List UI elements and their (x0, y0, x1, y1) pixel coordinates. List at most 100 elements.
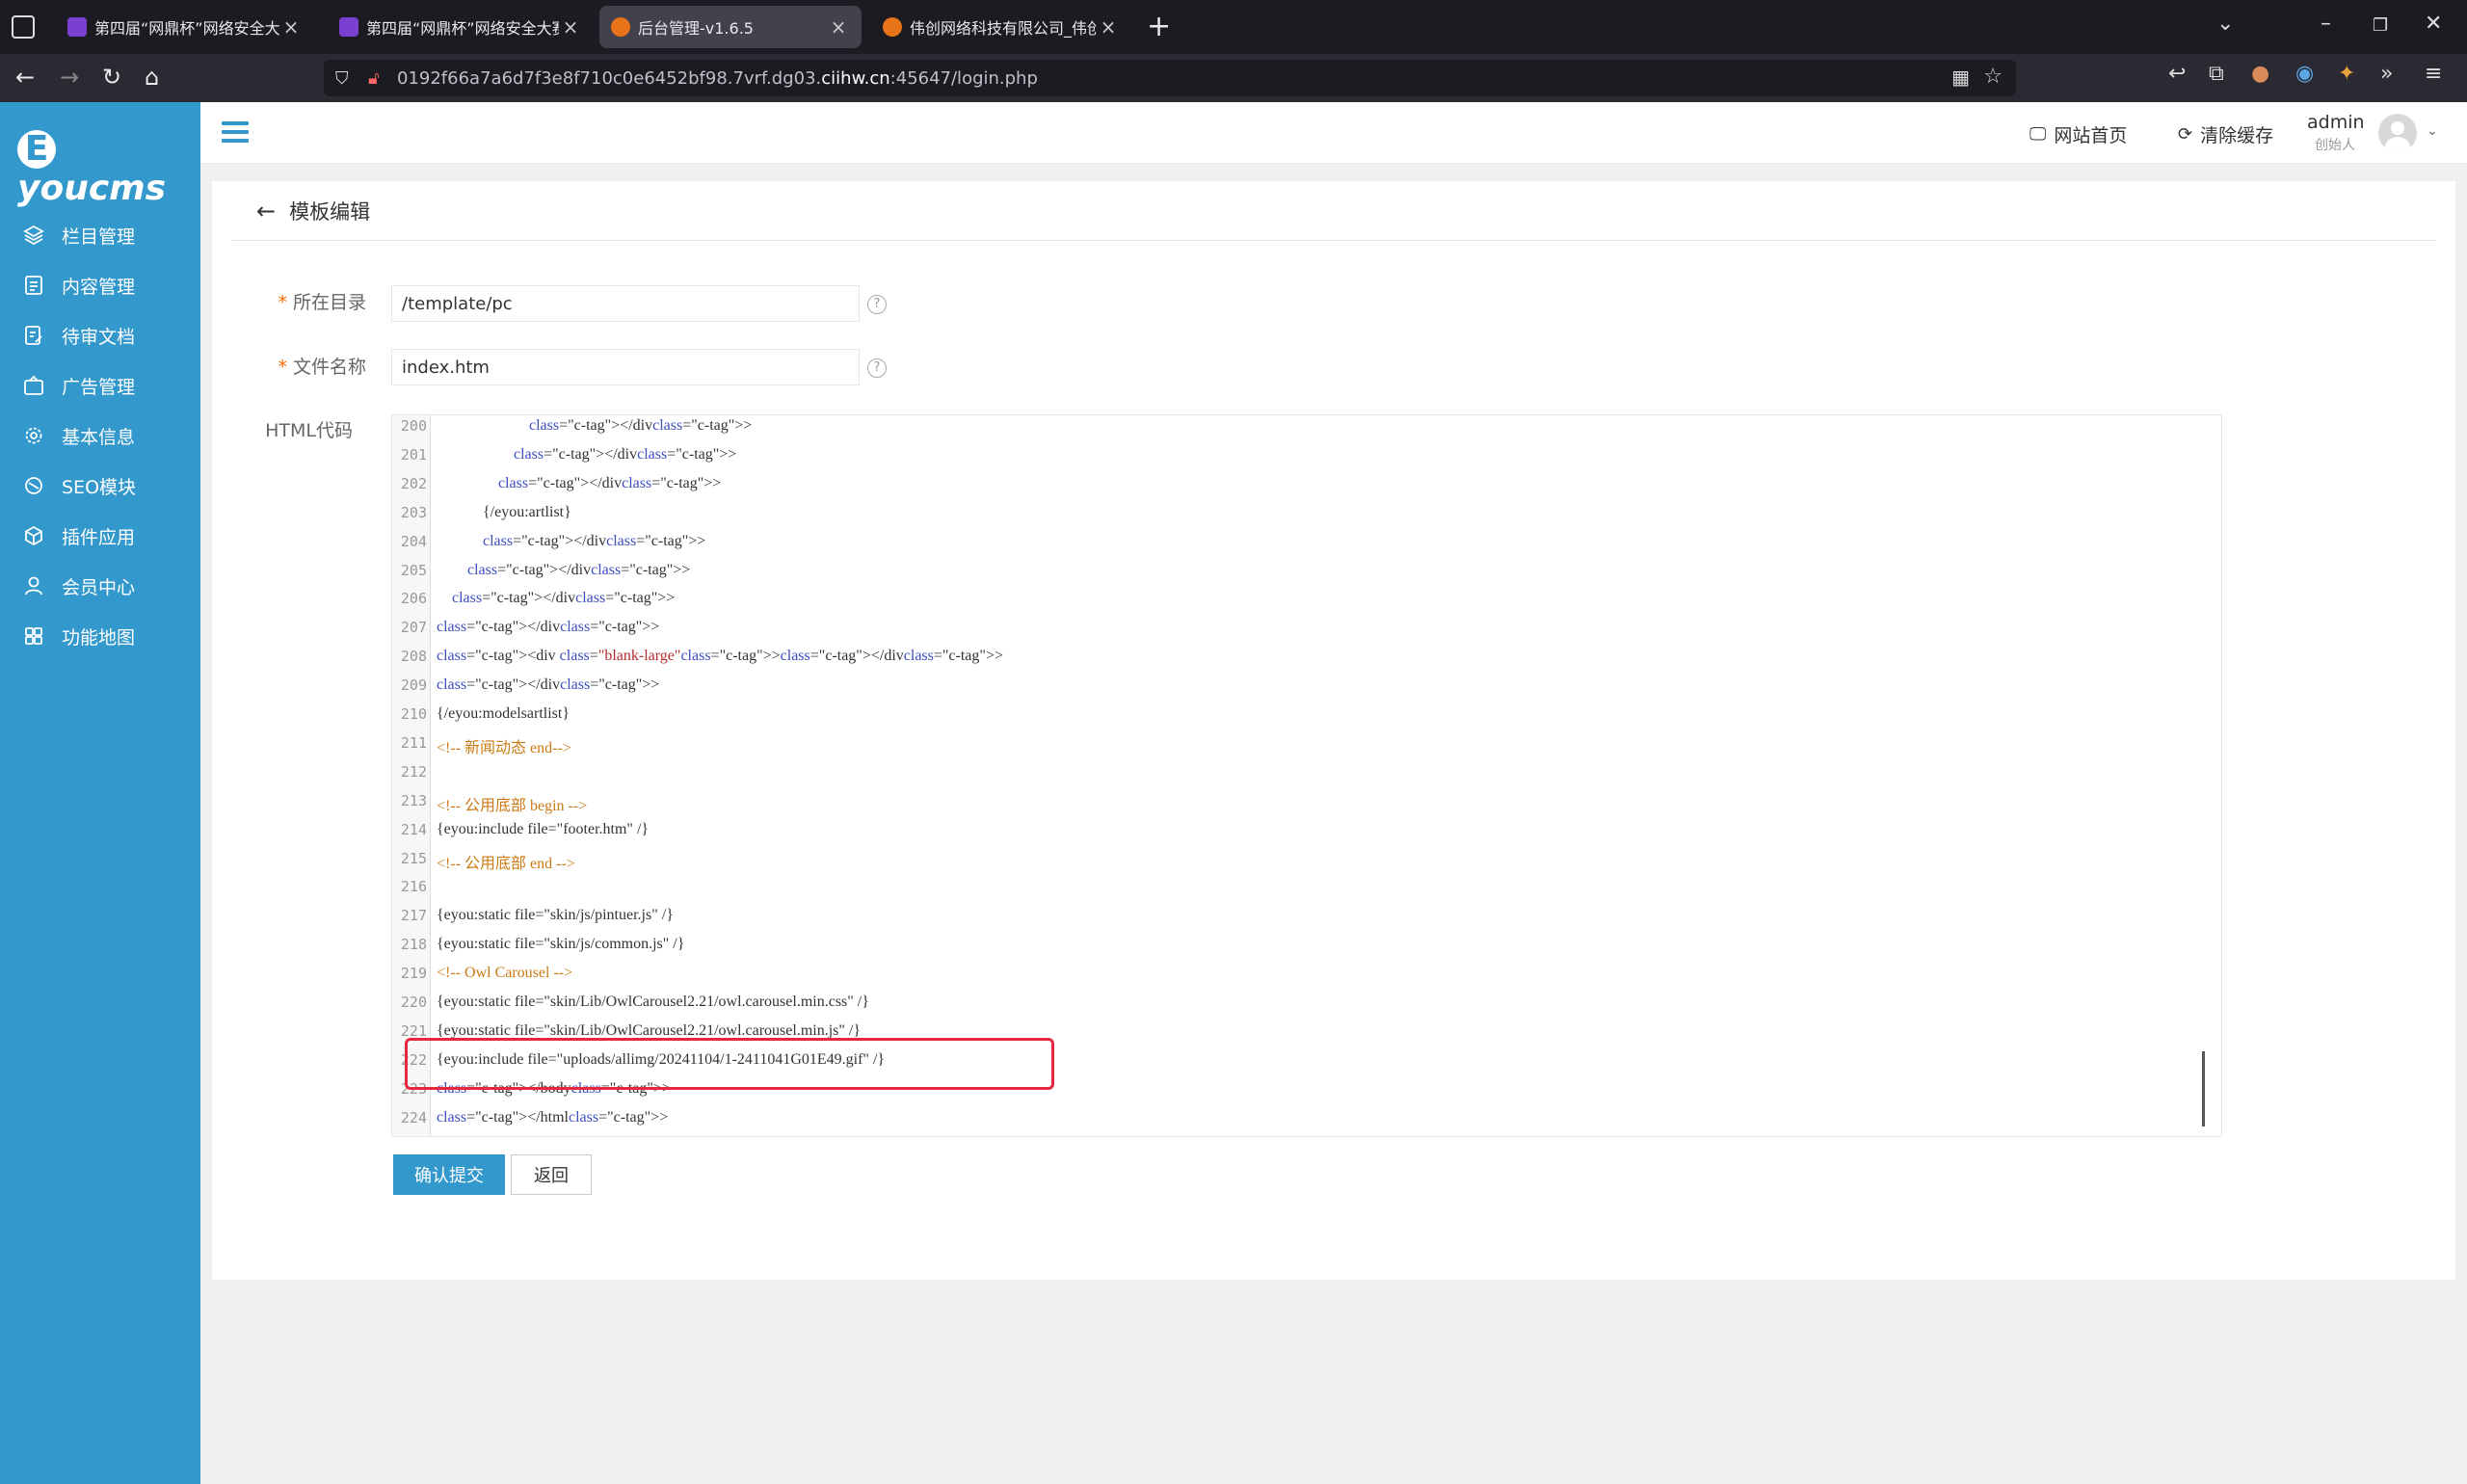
tab-title: 第四届“网鼎杯”网络安全大赛 (94, 19, 279, 38)
browser-tab[interactable]: 第四届“网鼎杯”网络安全大赛 × (328, 6, 594, 48)
line-number: 208 (400, 648, 427, 666)
sidebar-item-seo[interactable]: SEO模块 (23, 468, 136, 503)
sidebar-item-function-map[interactable]: 功能地图 (23, 619, 135, 653)
bookmark-star-icon[interactable]: ☆ (1983, 65, 2003, 89)
code-line[interactable]: <!-- Owl Carousel --> (437, 965, 573, 982)
main-content: ← 模板编辑 *所在目录 ? *文件名称 ? HTML代码 2002012022… (212, 181, 2455, 1280)
sidebar-item-label: 栏目管理 (62, 225, 136, 248)
code-line[interactable]: {/eyou:artlist} (437, 503, 571, 520)
overflow-menu-icon[interactable]: » (2380, 62, 2394, 86)
tab-list-icon[interactable]: ⌄ (2216, 12, 2235, 36)
extensions-icon[interactable]: ⧉ (2209, 62, 2224, 86)
code-line[interactable]: class="c-tag"></divclass="c-tag">> (498, 474, 722, 491)
line-number: 224 (400, 1108, 427, 1126)
code-line[interactable]: {/eyou:modelsartlist} (437, 705, 570, 722)
line-number: 211 (400, 733, 427, 752)
submit-button[interactable]: 确认提交 (393, 1154, 505, 1195)
line-number: 218 (400, 936, 427, 954)
code-line[interactable]: class="c-tag"><div class="blank-large"cl… (437, 648, 1003, 665)
page-header: ← 模板编辑 (231, 181, 2436, 241)
shield-icon[interactable]: ⛉ (335, 67, 349, 89)
minimize-icon[interactable]: – (2321, 12, 2331, 36)
url-text[interactable]: 0192f66a7a6d7f3e8f710c0e6452bf98.7vrf.dg… (397, 67, 1038, 89)
sidebar-item-plugins[interactable]: 插件应用 (23, 518, 135, 553)
file-name-input[interactable] (391, 349, 860, 385)
code-line[interactable]: class="c-tag"></divclass="c-tag">> (452, 590, 676, 607)
code-line[interactable]: class="c-tag"></htmlclass="c-tag">> (437, 1108, 669, 1126)
code-line[interactable]: {eyou:include file="uploads/allimg/20241… (437, 1050, 886, 1068)
sidebar-item-content[interactable]: 内容管理 (23, 268, 135, 303)
restore-icon[interactable]: ❐ (2373, 15, 2389, 36)
line-number: 202 (400, 474, 427, 492)
sidebar-item-label: 功能地图 (62, 626, 136, 649)
dir-input[interactable] (391, 285, 860, 322)
sidebar-item-columns[interactable]: 栏目管理 (23, 218, 135, 252)
qr-code-icon[interactable]: ▦ (1951, 66, 1970, 89)
hamburger-menu-icon[interactable]: ≡ (2425, 62, 2443, 86)
sidebar-item-label: 待审文档 (62, 326, 136, 348)
browser-tab[interactable]: 伟创网络科技有限公司_伟创网 × (871, 6, 1131, 48)
home-icon[interactable]: ⌂ (145, 64, 160, 91)
code-line[interactable]: class="c-tag"></divclass="c-tag">> (467, 561, 691, 578)
extension-circle-icon[interactable]: ◉ (2295, 62, 2315, 86)
sidebar-item-ads[interactable]: 广告管理 (23, 368, 135, 403)
code-line[interactable]: <!-- 公用底部 begin --> (437, 797, 588, 814)
document-icon (23, 275, 44, 296)
line-number: 204 (400, 532, 427, 550)
insecure-lock-icon[interactable]: 🔓︎ (368, 67, 380, 89)
site-home-link[interactable]: 🖵︎ 网站首页 (2029, 121, 2127, 147)
return-button[interactable]: 返回 (511, 1154, 592, 1195)
clear-cache-link[interactable]: ⟳ 清除缓存 (2178, 121, 2273, 147)
chevron-down-icon[interactable]: ⌄ (2427, 123, 2438, 139)
code-line[interactable]: class="c-tag"></bodyclass="c-tag">> (437, 1079, 671, 1097)
sidebar-item-members[interactable]: 会员中心 (23, 569, 135, 603)
sidebar-item-pending[interactable]: 待审文档 (23, 318, 135, 353)
code-line[interactable]: class="c-tag"></divclass="c-tag">> (437, 676, 660, 694)
extension-fox-icon[interactable]: ✦ (2338, 62, 2356, 86)
back-arrow-icon[interactable]: ← (256, 197, 277, 225)
sidebar-item-label: 会员中心 (62, 576, 136, 598)
code-line[interactable]: {eyou:static file="skin/js/common.js" /} (437, 936, 685, 953)
close-icon[interactable]: × (1100, 15, 1117, 39)
eyoucms-logo[interactable]: Eyoucms (17, 129, 167, 208)
line-number: 210 (400, 705, 427, 723)
cube-icon (23, 525, 44, 546)
reload-icon[interactable]: ↻ (102, 64, 122, 91)
forward-icon[interactable]: → (60, 64, 80, 91)
close-window-icon[interactable]: ✕ (2425, 12, 2443, 36)
code-line[interactable]: class="c-tag"></divclass="c-tag">> (514, 445, 737, 463)
user-name[interactable]: admin (2307, 112, 2365, 133)
address-bar[interactable]: ⛉ 🔓︎ 0192f66a7a6d7f3e8f710c0e6452bf98.7v… (324, 60, 2016, 96)
help-icon[interactable]: ? (867, 295, 887, 314)
editor-scrollbar[interactable] (2202, 1051, 2205, 1126)
user-icon (23, 575, 44, 596)
code-line[interactable]: {eyou:include file="footer.htm" /} (437, 820, 650, 837)
code-line[interactable]: {eyou:static file="skin/Lib/OwlCarousel2… (437, 994, 869, 1010)
code-line[interactable]: class="c-tag"></divclass="c-tag">> (529, 417, 753, 434)
close-icon[interactable]: × (830, 15, 847, 39)
browser-tab[interactable]: 第四届“网鼎杯”网络安全大赛 × (56, 6, 314, 48)
refresh-icon: ⟳ (2178, 124, 2193, 145)
close-icon[interactable]: × (282, 15, 300, 39)
code-line[interactable]: class="c-tag"></divclass="c-tag">> (483, 532, 706, 549)
line-number: 214 (400, 820, 427, 838)
sidebar-item-label: SEO模块 (62, 476, 137, 498)
new-tab-icon[interactable]: + (1147, 10, 1172, 43)
extension-avatar-icon[interactable]: ● (2251, 62, 2270, 86)
avatar[interactable] (2378, 114, 2417, 152)
gear-icon (23, 425, 44, 446)
close-icon[interactable]: × (562, 15, 579, 39)
code-line[interactable]: class="c-tag"></divclass="c-tag">> (437, 619, 660, 636)
browser-tab-active[interactable]: 后台管理-v1.6.5 × (599, 6, 862, 48)
menu-toggle-icon[interactable] (222, 121, 249, 145)
tab-overview-icon[interactable] (12, 15, 35, 39)
code-line[interactable]: <!-- 新闻动态 end--> (437, 739, 571, 756)
sidebar-item-basic-info[interactable]: 基本信息 (23, 418, 135, 453)
back-icon[interactable]: ← (15, 64, 36, 91)
code-line[interactable]: {eyou:static file="skin/Lib/OwlCarousel2… (437, 1021, 862, 1039)
code-line[interactable]: <!-- 公用底部 end --> (437, 855, 575, 872)
undo-icon[interactable]: ↩ (2168, 62, 2187, 86)
help-icon[interactable]: ? (867, 358, 887, 378)
code-line[interactable]: {eyou:static file="skin/js/pintuer.js" /… (437, 907, 674, 924)
